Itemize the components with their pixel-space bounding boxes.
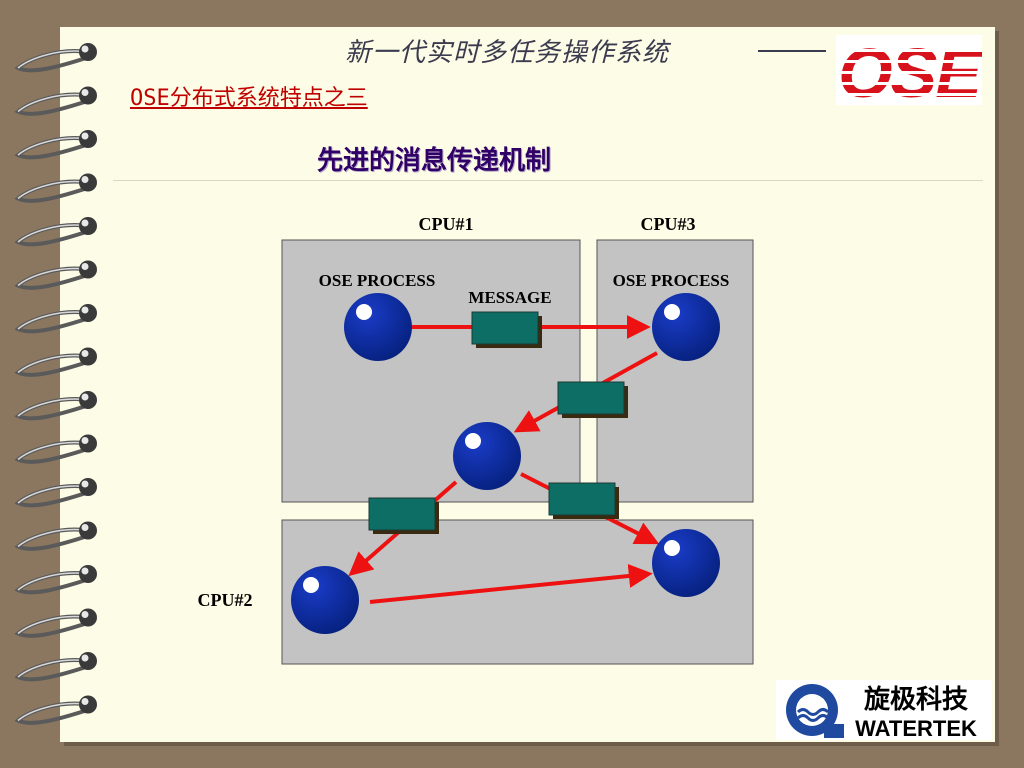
binding-ring: [14, 43, 97, 73]
message-label: MESSAGE: [468, 288, 551, 307]
message-packet-2: [557, 381, 628, 418]
header-title: 新一代实时多任务操作系统: [345, 38, 670, 68]
message-packet-4: [548, 482, 619, 519]
ose-logo-stripes: [836, 49, 982, 96]
binding-ring: [14, 347, 97, 377]
cpu1-box: [281, 239, 581, 503]
binding-ring: [14, 434, 97, 464]
message-packet-1: [471, 311, 542, 348]
process-node-cpu2-right: [652, 529, 720, 597]
process-node-cpu1-middle: [453, 422, 521, 490]
binding-ring: [14, 130, 97, 160]
section-title: 先进的消息传递机制: [317, 146, 552, 176]
arrow-p4-to-p5: [369, 563, 653, 604]
binding-ring: [14, 695, 97, 725]
binding-ring: [14, 260, 97, 290]
binding-ring: [14, 391, 97, 421]
cpu1-label: CPU#1: [419, 214, 474, 234]
page-subtitle: OSE分布式系统特点之三: [130, 86, 368, 111]
spiral-binding: [14, 43, 97, 725]
binding-ring: [14, 565, 97, 595]
watertek-logo: 旋极科技 WATERTEK: [776, 680, 992, 740]
company-name-en: WATERTEK: [855, 716, 977, 740]
process-label-left: OSE PROCESS: [319, 271, 436, 290]
header-dash: [758, 50, 826, 52]
cpu2-label: CPU#2: [198, 590, 253, 610]
message-packet-3: [368, 497, 439, 534]
process-node-cpu3: [652, 293, 720, 361]
ose-logo: OSE: [836, 35, 982, 105]
company-name-cn: 旋极科技: [864, 685, 968, 715]
cpu3-label: CPU#3: [641, 214, 696, 234]
watertek-wave-icon: [786, 684, 844, 738]
process-node-cpu1-top: [344, 293, 412, 361]
binding-ring: [14, 608, 97, 638]
binding-ring: [14, 217, 97, 247]
process-node-cpu2-left: [291, 566, 359, 634]
message-packets: [368, 311, 628, 534]
binding-ring: [14, 521, 97, 551]
binding-ring: [14, 86, 97, 116]
binding-ring: [14, 173, 97, 203]
binding-ring: [14, 478, 97, 508]
process-label-right: OSE PROCESS: [613, 271, 730, 290]
binding-ring: [14, 304, 97, 334]
binding-ring: [14, 652, 97, 682]
divider-line: [113, 180, 983, 181]
